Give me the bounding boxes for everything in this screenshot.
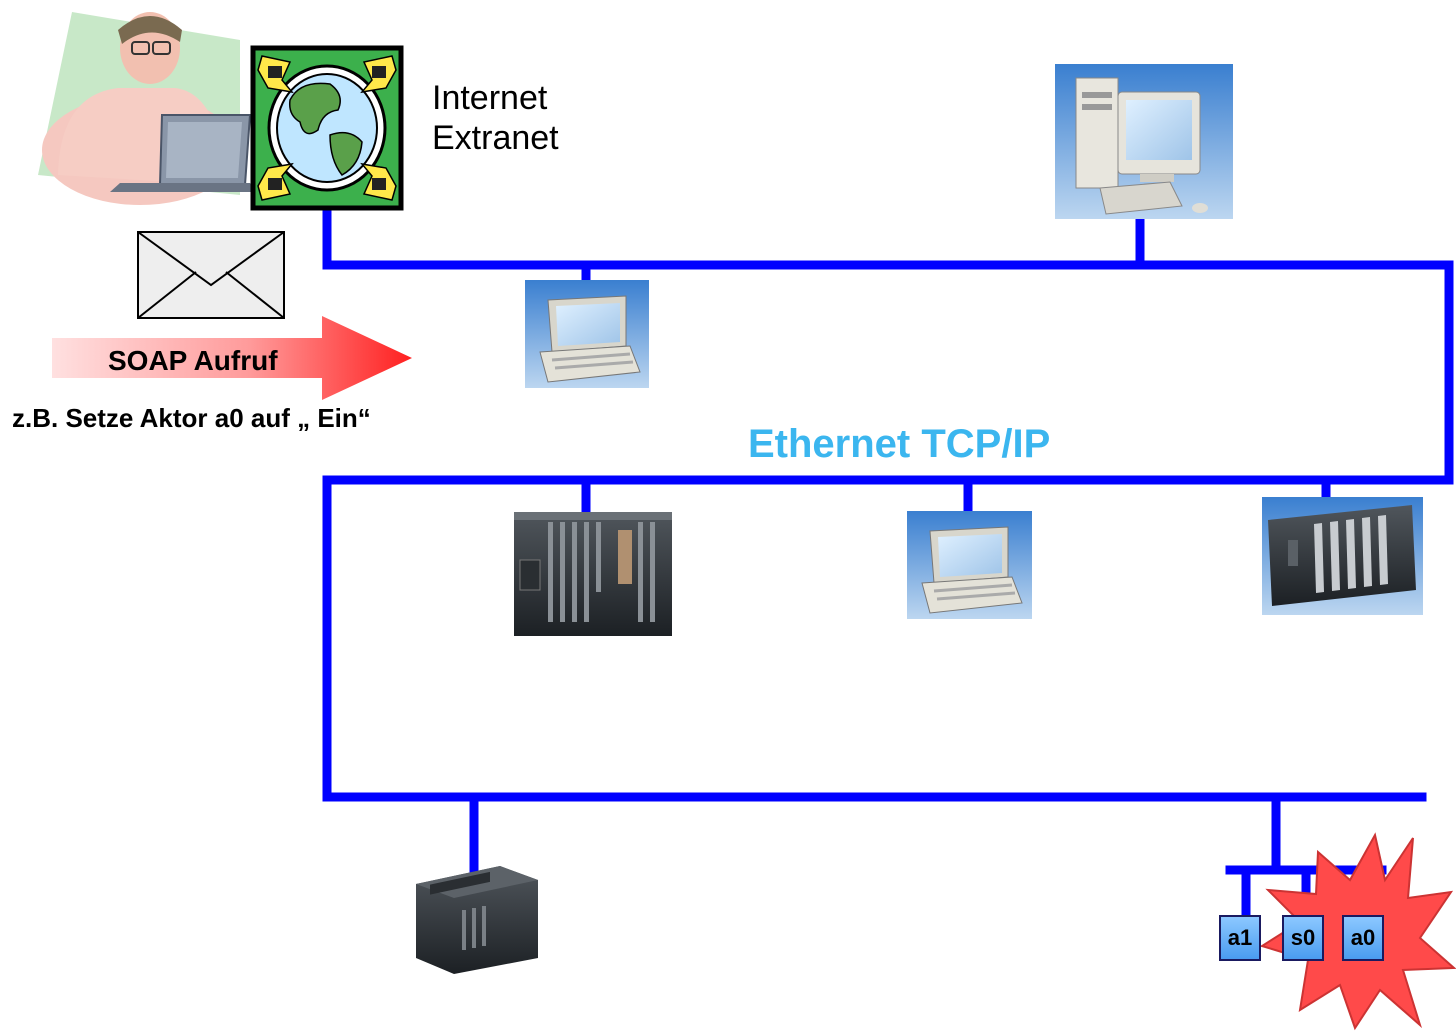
compact-plc-icon [416, 866, 538, 974]
io-module-a0[interactable]: a0 [1342, 915, 1384, 961]
envelope-icon [137, 231, 285, 319]
soap-call-label: SOAP Aufruf [108, 345, 278, 376]
laptop-icon [907, 511, 1032, 619]
plc-rack-icon [1262, 497, 1423, 615]
globe-network-icon [250, 45, 404, 211]
workstation-icon [1055, 64, 1233, 219]
io-module-a1[interactable]: a1 [1219, 915, 1261, 961]
laptop-icon [525, 280, 649, 388]
ethernet-network-label: Ethernet TCP/IP [748, 422, 1051, 466]
io-module-s0[interactable]: s0 [1282, 915, 1324, 961]
upper-bus-line [322, 205, 1454, 802]
soap-arrow [52, 316, 412, 400]
internet-label-line: Internet [432, 79, 548, 117]
example-command-label: z.B. Setze Aktor a0 auf „ Ein“ [12, 403, 371, 433]
plc-rack-icon [514, 512, 672, 636]
user-at-laptop-icon [38, 12, 255, 205]
internet-extranet-label: Internet Extranet [432, 78, 559, 158]
extranet-label-line: Extranet [432, 119, 559, 157]
